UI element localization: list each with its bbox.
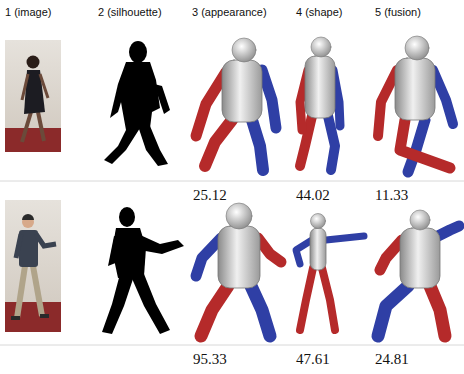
photo <box>5 200 61 332</box>
silhouette-part <box>118 62 160 130</box>
photo-part <box>27 56 40 69</box>
photo-part <box>22 214 34 220</box>
silhouette-part <box>104 126 140 164</box>
photo-part <box>17 266 25 318</box>
silhouette <box>102 207 184 334</box>
column-header: 1 (image) <box>5 6 51 18</box>
column-header: 2 (silhouette) <box>98 6 162 18</box>
pose-model-part <box>196 72 226 136</box>
pose-model-part <box>222 60 262 122</box>
pose-model-part <box>408 120 425 172</box>
silhouette-part <box>129 41 147 63</box>
pose-model-part <box>258 238 281 262</box>
pose-model-part <box>300 268 313 330</box>
photo-part <box>5 128 61 152</box>
photo-part <box>40 74 48 98</box>
photo-part <box>22 74 28 100</box>
error-score: 11.33 <box>375 187 408 204</box>
pose-model-part <box>262 70 276 128</box>
pose-model-part <box>433 70 453 124</box>
silhouette-part <box>154 84 170 114</box>
pose-model-part <box>196 238 221 276</box>
pose-model-part <box>310 228 326 270</box>
photo-part <box>5 302 61 332</box>
photo-part <box>22 112 31 142</box>
pose-model-part <box>328 116 335 170</box>
pose-model-part <box>205 120 232 166</box>
silhouette-part <box>108 236 122 266</box>
pose-model-part <box>405 36 429 60</box>
photo-part <box>36 234 56 246</box>
pose-model-part <box>438 226 459 236</box>
pose-model-part <box>218 226 260 288</box>
column-header: 5 (fusion) <box>375 6 421 18</box>
column-header: 3 (appearance) <box>192 6 267 18</box>
error-score: 44.02 <box>296 187 330 204</box>
silhouette-part <box>119 207 135 227</box>
row-rule <box>0 181 464 182</box>
pose-model-part <box>378 70 397 136</box>
column-header: 4 (shape) <box>296 6 342 18</box>
photo-part <box>11 316 20 320</box>
pose-model <box>296 214 364 331</box>
pose-model <box>378 36 453 172</box>
photo-part <box>40 314 49 318</box>
pose-model-part <box>400 228 440 288</box>
photo-part <box>33 266 42 316</box>
silhouette-part <box>102 274 134 334</box>
pose-model-part <box>326 236 364 240</box>
pose-model-part <box>395 58 435 120</box>
error-score: 95.33 <box>193 351 227 368</box>
pose-model-part <box>430 286 445 336</box>
silhouette-part <box>110 84 126 118</box>
error-score: 25.12 <box>193 187 227 204</box>
pose-model-part <box>311 214 326 229</box>
pose-model-part <box>226 203 252 229</box>
pose-model <box>196 203 281 336</box>
pose-model-part <box>378 286 408 336</box>
pose-model-part <box>232 38 256 62</box>
photo-part <box>16 234 21 258</box>
pose-model-part <box>400 120 450 168</box>
pose-model-part <box>251 286 270 336</box>
photo-part <box>38 112 44 141</box>
photo-part <box>5 40 61 152</box>
pose-model-part <box>380 240 402 270</box>
error-score: 24.81 <box>375 351 409 368</box>
silhouette-part <box>138 234 184 254</box>
pose-model-part <box>311 37 331 57</box>
pose-model <box>378 210 459 336</box>
pose-model-part <box>305 56 335 118</box>
pose-model-part <box>322 268 335 330</box>
pose-model <box>196 38 276 170</box>
pose-model-part <box>252 120 263 170</box>
pose-model <box>300 37 340 170</box>
row-rule <box>0 345 464 346</box>
pose-model-part <box>410 210 430 230</box>
error-score: 47.61 <box>296 351 330 368</box>
silhouette <box>104 41 170 166</box>
photo-part <box>5 200 61 332</box>
silhouette-part <box>130 274 170 334</box>
silhouette-part <box>138 126 168 166</box>
pose-model-part <box>201 286 228 336</box>
photo <box>5 40 61 152</box>
